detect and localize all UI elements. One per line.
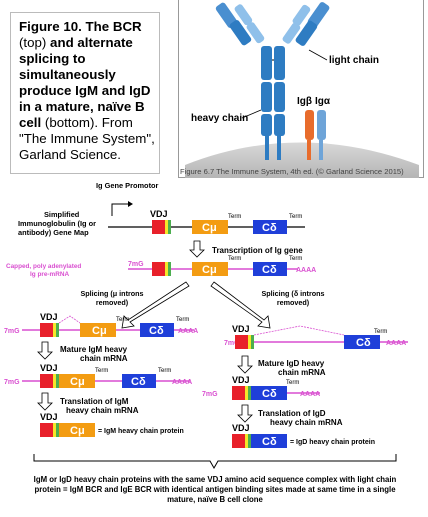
cmu-label-4: Cμ — [70, 376, 85, 388]
mature-igm-mrna: VDJ 7mG Cμ Term Cδ Term AAAA — [4, 363, 192, 388]
term-label-6: Term — [176, 317, 189, 323]
term-label-10: Term — [286, 380, 299, 386]
term-label-4: Term — [289, 256, 302, 262]
term-label-9: Term — [158, 368, 171, 374]
promoter-arrow — [111, 203, 130, 216]
igm-splicing-row: VDJ 7mG Cμ Term Cδ Term AAAA — [4, 312, 198, 337]
caption-part3: (bottom). — [44, 115, 99, 130]
translation-igd-label-1: Translation of IgD — [258, 409, 326, 418]
gene-map-label-3: antibody) Gene Map — [18, 228, 89, 237]
gene-map-label-1: Simplified — [44, 210, 80, 219]
mature-igd-label-1: Mature IgD heavy — [258, 359, 325, 368]
igm-protein-label: = IgM heavy chain protein — [98, 428, 184, 435]
bcr-figure: light chain heavy chain Igβ Igα — [178, 0, 424, 178]
split-arrow-right — [210, 281, 271, 329]
pre-mrna-row: 7mG Cμ Term Cδ Term AAAA — [128, 256, 316, 276]
splice-mu-label-2: removed) — [96, 298, 129, 307]
light-chain-label: light chain — [329, 55, 379, 66]
splicing-diagram: Ig Gene Promotor Simplified Immunoglobul… — [4, 181, 408, 470]
cell-membrane — [185, 142, 419, 178]
transcription-arrow — [189, 240, 205, 258]
vdj-label-3: VDJ — [232, 324, 250, 334]
caption-figure-label: Figure 10. The BCR — [19, 19, 142, 34]
vdj-label-7: VDJ — [232, 423, 250, 433]
cdelta-label-4: Cδ — [356, 337, 371, 349]
figure-credit: Figure 6.7 The Immune System, 4th ed. (©… — [180, 167, 404, 176]
cmu-label-3: Cμ — [92, 325, 107, 337]
cmu-label-2: Cμ — [202, 264, 217, 276]
splice-delta-label-1: Splicing (δ introns — [261, 289, 324, 298]
term-label-8: Term — [95, 368, 108, 374]
translation-igm-label-2: heavy chain mRNA — [66, 406, 139, 415]
bcr-illustration: light chain heavy chain Igβ Igα — [185, 2, 419, 178]
igd-protein: VDJ Cδ = IgD heavy chain protein — [232, 423, 375, 448]
translation-igd-label-2: heavy chain mRNA — [270, 418, 343, 427]
vdj-label-2: VDJ — [40, 312, 58, 322]
cap-label-5: 7mG — [202, 391, 218, 398]
polya-label: AAAA — [296, 267, 316, 274]
vdj-label-5: VDJ — [232, 375, 250, 385]
ig-alpha-beta — [305, 110, 326, 160]
conclusion-text: IgM or IgD heavy chain proteins with the… — [33, 475, 397, 504]
term-label-7: Term — [374, 329, 387, 335]
cdelta-label-6: Cδ — [262, 388, 277, 400]
translation-igm-label-1: Translation of IgM — [60, 397, 129, 406]
polya-label-4: AAAA — [172, 379, 192, 386]
polya-label-3: AAAA — [386, 340, 406, 347]
cdelta-label-7: Cδ — [262, 436, 277, 448]
cdelta-label: Cδ — [262, 222, 277, 234]
cmu-label-5: Cμ — [70, 425, 85, 437]
gene-map-row: VDJ Cμ Term Cδ Term — [108, 209, 305, 234]
cdelta-label-3: Cδ — [149, 325, 164, 337]
promoter-label: Ig Gene Promotor — [96, 181, 159, 190]
down-arrow-2 — [237, 355, 253, 374]
cdelta-label-5: Cδ — [131, 376, 146, 388]
pre-mrna-label-1: Capped, poly adenylated — [6, 263, 81, 270]
term-label-2: Term — [289, 214, 302, 220]
cmu-label: Cμ — [202, 222, 217, 234]
igd-splicing-row: VDJ 7mG Cδ Term AAAA — [224, 324, 408, 349]
splice-delta-label-2: removed) — [277, 298, 310, 307]
cdelta-label-2: Cδ — [262, 264, 277, 276]
caption-part2: and alternate splicing to simultaneously… — [19, 35, 151, 130]
antibody-right-arm — [282, 2, 330, 46]
splice-mu-label-1: Splicing (μ introns — [80, 289, 143, 298]
split-arrow-left — [121, 281, 190, 329]
vdj-label-6: VDJ — [40, 412, 58, 422]
cap-label-3: 7mG — [224, 340, 240, 347]
figure-caption: Figure 10. The BCR (top) and alternate s… — [10, 12, 160, 174]
down-arrow-1 — [37, 341, 53, 360]
cap-label: 7mG — [128, 261, 144, 268]
antibody-left-arm — [215, 2, 265, 46]
cap-label-4: 7mG — [4, 379, 20, 386]
caption-part1: (top) — [19, 35, 47, 50]
down-arrow-4 — [237, 404, 253, 423]
term-label-3: Term — [228, 256, 241, 262]
polya-label-5: AAAA — [300, 391, 320, 398]
mature-igm-label-2: chain mRNA — [80, 354, 128, 363]
term-label: Term — [228, 214, 241, 220]
mature-igd-mrna: VDJ 7mG Cδ Term AAAA — [202, 375, 320, 400]
term-label-5: Term — [116, 317, 129, 323]
ig-alpha-label: Igα — [315, 96, 331, 107]
mature-igm-label-1: Mature IgM heavy — [60, 345, 128, 354]
down-arrow-3 — [37, 392, 53, 411]
cap-label-2: 7mG — [4, 328, 20, 335]
igd-protein-label: = IgD heavy chain protein — [290, 439, 375, 446]
vdj-label-4: VDJ — [40, 363, 58, 373]
polya-label-2: AAAA — [178, 328, 198, 335]
igm-protein: VDJ Cμ = IgM heavy chain protein — [40, 412, 184, 437]
vdj-label: VDJ — [150, 209, 168, 219]
pre-mrna-label-2: Ig pre-mRNA — [30, 271, 69, 278]
mature-igd-label-2: chain mRNA — [278, 368, 326, 377]
transcription-label: Transcription of Ig gene — [212, 246, 303, 255]
caption-part4: From "The Immune System", Garland Scienc… — [19, 115, 155, 162]
ig-beta-label: Igβ — [297, 96, 312, 107]
heavy-chain-label: heavy chain — [191, 113, 248, 124]
summary-brace — [33, 454, 397, 470]
gene-map-label-2: Immunoglobulin (Ig or — [18, 219, 96, 228]
antibody-stem — [261, 46, 285, 160]
